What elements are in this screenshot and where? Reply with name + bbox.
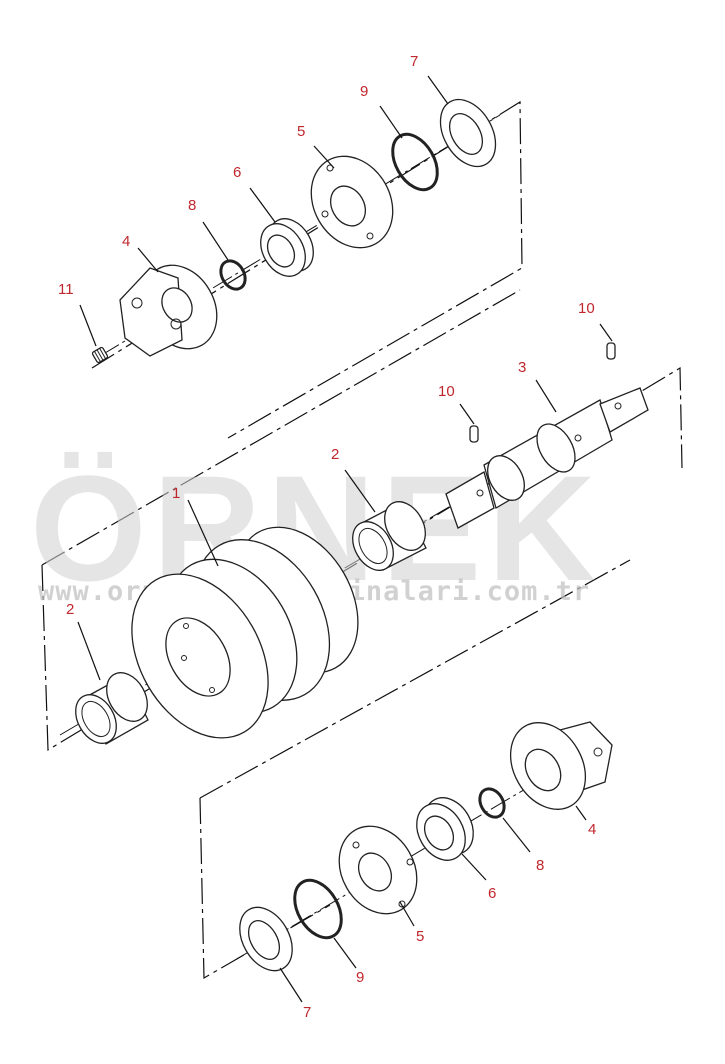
callout-3: 3 xyxy=(518,359,526,376)
lower-assembly-outline xyxy=(199,559,631,980)
part-9-o-ring-bottom xyxy=(293,878,343,940)
part-7-washer-bottom xyxy=(239,906,293,972)
callout-6-bottom: 6 xyxy=(488,885,496,902)
part-8-o-ring-top xyxy=(219,259,247,291)
leader-lines xyxy=(77,75,613,1003)
part-3-shaft xyxy=(445,387,649,529)
part-4-collar-top xyxy=(119,264,218,357)
callout-8-top: 8 xyxy=(188,197,196,214)
callout-11: 11 xyxy=(58,281,74,298)
lower-axis xyxy=(234,744,601,961)
callout-6-top: 6 xyxy=(233,164,241,181)
callout-4-bottom: 4 xyxy=(588,821,596,838)
part-5-retainer-bottom xyxy=(338,825,418,915)
part-8-o-ring-bottom xyxy=(478,787,506,819)
part-5-retainer-top xyxy=(310,155,394,249)
callout-9-top: 9 xyxy=(360,83,368,100)
callout-4-top: 4 xyxy=(122,233,130,250)
callout-10-mid: 10 xyxy=(438,383,455,400)
callout-7-top: 7 xyxy=(410,53,418,70)
callout-2-left: 2 xyxy=(66,601,74,618)
part-9-o-ring-top xyxy=(391,132,439,192)
part-6-seal-bottom xyxy=(416,797,474,861)
callout-numbers: 7 9 5 6 8 4 11 10 3 10 2 1 2 4 8 6 5 9 7 xyxy=(58,53,596,1021)
callout-8-bottom: 8 xyxy=(536,857,544,874)
part-2-bushing-left xyxy=(75,672,149,745)
part-10-pin-right xyxy=(606,342,616,360)
part-1-roller xyxy=(131,526,359,739)
callout-2-right: 2 xyxy=(331,446,339,463)
part-11-set-screw xyxy=(91,346,109,364)
part-4-collar-bottom xyxy=(509,721,613,810)
part-2-bushing-right xyxy=(352,501,427,571)
callout-5-top: 5 xyxy=(297,123,305,140)
part-10-pin-mid xyxy=(469,425,479,443)
callout-1: 1 xyxy=(172,485,180,502)
callout-5-bottom: 5 xyxy=(416,928,424,945)
callout-10-right: 10 xyxy=(578,300,595,317)
callout-7-bottom: 7 xyxy=(303,1004,311,1021)
part-7-washer-top xyxy=(439,98,497,168)
callout-9-bottom: 9 xyxy=(356,969,364,986)
part-6-seal-top xyxy=(260,218,314,277)
